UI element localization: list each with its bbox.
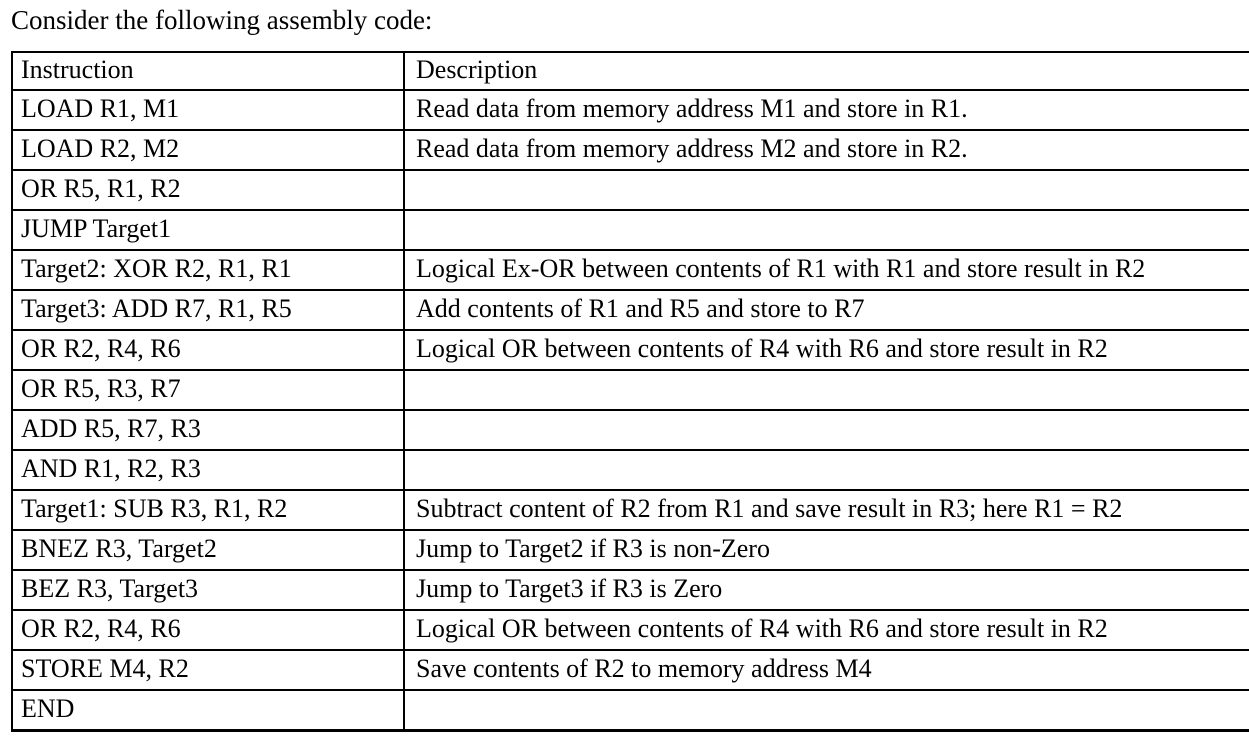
instruction-cell: OR R2, R4, R6 bbox=[11, 329, 405, 371]
instruction-cell: BNEZ R3, Target2 bbox=[11, 529, 405, 571]
description-cell: Logical OR between contents of R4 with R… bbox=[403, 609, 1249, 651]
table-row: OR R5, R3, R7 bbox=[11, 369, 1249, 411]
description-cell: Logical OR between contents of R4 with R… bbox=[403, 329, 1249, 371]
table-row: OR R5, R1, R2 bbox=[11, 169, 1249, 211]
instruction-cell: OR R5, R3, R7 bbox=[11, 369, 405, 411]
table-row: END bbox=[11, 689, 1249, 731]
description-cell: Add contents of R1 and R5 and store to R… bbox=[403, 289, 1249, 331]
description-cell bbox=[403, 689, 1249, 731]
instruction-cell: BEZ R3, Target3 bbox=[11, 569, 405, 611]
instruction-cell: AND R1, R2, R3 bbox=[11, 449, 405, 491]
description-cell bbox=[403, 209, 1249, 251]
table-row: STORE M4, R2 Save contents of R2 to memo… bbox=[11, 649, 1249, 691]
table-row: ADD R5, R7, R3 bbox=[11, 409, 1249, 451]
description-cell: Read data from memory address M1 and sto… bbox=[403, 89, 1249, 131]
table-row: BEZ R3, Target3 Jump to Target3 if R3 is… bbox=[11, 569, 1249, 611]
table-row: Target1: SUB R3, R1, R2 Subtract content… bbox=[11, 489, 1249, 531]
description-cell bbox=[403, 449, 1249, 491]
instruction-cell: END bbox=[11, 689, 405, 731]
table-row: LOAD R2, M2 Read data from memory addres… bbox=[11, 129, 1249, 171]
instruction-cell: JUMP Target1 bbox=[11, 209, 405, 251]
description-cell bbox=[403, 409, 1249, 451]
description-cell: Read data from memory address M2 and sto… bbox=[403, 129, 1249, 171]
description-cell: Subtract content of R2 from R1 and save … bbox=[403, 489, 1249, 531]
page-title: Consider the following assembly code: bbox=[11, 5, 433, 35]
instruction-cell: ADD R5, R7, R3 bbox=[11, 409, 405, 451]
table-row: AND R1, R2, R3 bbox=[11, 449, 1249, 491]
header-row: Instruction Description bbox=[11, 51, 1249, 91]
column-header-description: Description bbox=[403, 51, 1249, 91]
description-cell: Jump to Target3 if R3 is Zero bbox=[403, 569, 1249, 611]
description-cell: Logical Ex-OR between contents of R1 wit… bbox=[403, 249, 1249, 291]
description-cell bbox=[403, 369, 1249, 411]
table-row: JUMP Target1 bbox=[11, 209, 1249, 251]
table-row: OR R2, R4, R6 Logical OR between content… bbox=[11, 609, 1249, 651]
description-cell bbox=[403, 169, 1249, 211]
column-header-instruction: Instruction bbox=[11, 51, 405, 91]
instruction-cell: Target1: SUB R3, R1, R2 bbox=[11, 489, 405, 531]
instruction-cell: Target3: ADD R7, R1, R5 bbox=[11, 289, 405, 331]
table-row: LOAD R1, M1 Read data from memory addres… bbox=[11, 89, 1249, 131]
instruction-cell: OR R2, R4, R6 bbox=[11, 609, 405, 651]
assembly-table: Instruction Description LOAD R1, M1 Read… bbox=[11, 51, 1249, 732]
description-cell: Jump to Target2 if R3 is non-Zero bbox=[403, 529, 1249, 571]
instruction-cell: OR R5, R1, R2 bbox=[11, 169, 405, 211]
table-row: OR R2, R4, R6 Logical OR between content… bbox=[11, 329, 1249, 371]
instruction-cell: LOAD R1, M1 bbox=[11, 89, 405, 131]
description-cell: Save contents of R2 to memory address M4 bbox=[403, 649, 1249, 691]
table-row: BNEZ R3, Target2 Jump to Target2 if R3 i… bbox=[11, 529, 1249, 571]
instruction-cell: STORE M4, R2 bbox=[11, 649, 405, 691]
instruction-cell: Target2: XOR R2, R1, R1 bbox=[11, 249, 405, 291]
table-row: Target2: XOR R2, R1, R1 Logical Ex-OR be… bbox=[11, 249, 1249, 291]
table-row: Target3: ADD R7, R1, R5 Add contents of … bbox=[11, 289, 1249, 331]
instruction-cell: LOAD R2, M2 bbox=[11, 129, 405, 171]
